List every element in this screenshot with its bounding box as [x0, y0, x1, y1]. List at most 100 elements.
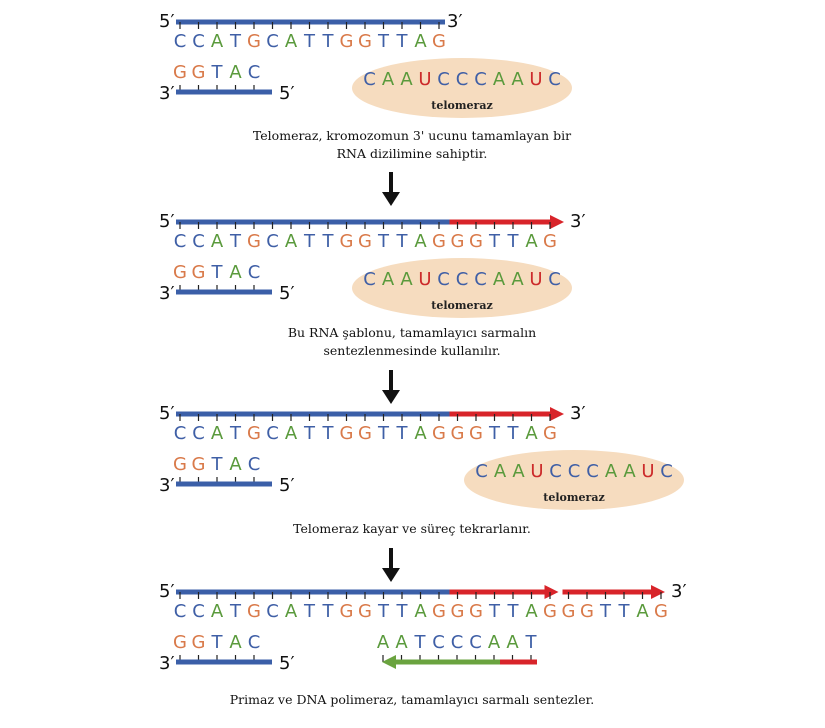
base-A: A	[623, 461, 636, 482]
telomerase-ellipse	[352, 58, 572, 118]
base-C: C	[660, 461, 673, 482]
base-T: T	[322, 423, 335, 444]
three-prime-label-top: 3′	[570, 211, 586, 232]
base-U: U	[418, 269, 431, 290]
three-prime-label-top: 3′	[671, 581, 687, 602]
base-T: T	[303, 31, 316, 52]
base-T: T	[488, 601, 501, 622]
base-A: A	[414, 231, 427, 252]
three-prime-label-bottom: 3′	[159, 283, 175, 304]
base-C: C	[363, 269, 376, 290]
caption-line: RNA dizilimine sahiptir.	[337, 146, 488, 161]
telomerase-label: telomeraz	[431, 99, 492, 112]
template-strand-blue	[176, 589, 450, 595]
base-C: C	[456, 69, 469, 90]
five-prime-label-bottom: 5′	[279, 475, 295, 496]
base-A: A	[382, 269, 395, 290]
top-strand-ticks	[179, 22, 440, 29]
base-G: G	[340, 31, 354, 52]
top-strand-ticks	[179, 414, 551, 421]
base-T: T	[211, 262, 224, 283]
three-prime-label-bottom: 3′	[159, 475, 175, 496]
template-strand-blue	[176, 219, 450, 225]
base-T: T	[377, 31, 390, 52]
base-G: G	[451, 423, 465, 444]
base-T: T	[507, 601, 520, 622]
base-A: A	[525, 231, 538, 252]
extension-strand-red	[449, 411, 552, 417]
base-A: A	[211, 423, 224, 444]
base-A: A	[511, 69, 524, 90]
base-A: A	[382, 69, 395, 90]
base-A: A	[395, 632, 408, 653]
base-T: T	[396, 31, 409, 52]
base-T: T	[525, 632, 538, 653]
base-A: A	[506, 632, 519, 653]
base-G: G	[432, 231, 446, 252]
extension-arrow-head	[544, 585, 559, 599]
base-G: G	[173, 454, 187, 475]
base-A: A	[512, 461, 525, 482]
extension-strand-red	[449, 589, 547, 595]
base-T: T	[507, 231, 520, 252]
base-A: A	[211, 231, 224, 252]
base-G: G	[432, 31, 446, 52]
base-T: T	[322, 601, 335, 622]
new-strand-green	[392, 659, 500, 665]
base-G: G	[562, 601, 576, 622]
base-A: A	[211, 601, 224, 622]
base-T: T	[396, 423, 409, 444]
base-C: C	[548, 269, 561, 290]
base-G: G	[451, 601, 465, 622]
base-G: G	[469, 423, 483, 444]
base-C: C	[451, 632, 464, 653]
base-G: G	[340, 423, 354, 444]
base-C: C	[174, 601, 187, 622]
base-C: C	[437, 69, 450, 90]
base-U: U	[529, 69, 542, 90]
base-C: C	[248, 62, 261, 83]
base-A: A	[493, 269, 506, 290]
base-C: C	[248, 632, 261, 653]
base-G: G	[192, 632, 206, 653]
complementary-strand-blue	[176, 481, 272, 487]
base-G: G	[451, 231, 465, 252]
five-prime-label-bottom: 5′	[279, 283, 295, 304]
base-G: G	[358, 231, 372, 252]
base-T: T	[488, 423, 501, 444]
template-strand-blue	[176, 411, 450, 417]
five-prime-label-bottom: 5′	[279, 83, 295, 104]
base-C: C	[174, 231, 187, 252]
base-A: A	[494, 461, 507, 482]
base-A: A	[525, 601, 538, 622]
base-A: A	[285, 601, 298, 622]
base-C: C	[192, 601, 205, 622]
base-G: G	[543, 231, 557, 252]
base-C: C	[456, 269, 469, 290]
extension-strand-red-2	[562, 589, 653, 595]
base-T: T	[377, 231, 390, 252]
base-A: A	[229, 62, 242, 83]
base-C: C	[586, 461, 599, 482]
extension-arrow-head	[550, 407, 564, 421]
base-G: G	[192, 262, 206, 283]
telomerase-ellipse	[352, 258, 572, 318]
base-A: A	[511, 269, 524, 290]
base-G: G	[192, 454, 206, 475]
base-T: T	[229, 231, 242, 252]
base-C: C	[174, 423, 187, 444]
base-G: G	[247, 231, 261, 252]
telomerase-label: telomeraz	[431, 299, 492, 312]
base-A: A	[605, 461, 618, 482]
base-C: C	[474, 69, 487, 90]
base-G: G	[173, 262, 187, 283]
down-arrow-head	[382, 192, 400, 206]
base-C: C	[568, 461, 581, 482]
base-U: U	[418, 69, 431, 90]
base-T: T	[322, 31, 335, 52]
base-U: U	[530, 461, 543, 482]
three-prime-label-bottom: 3′	[159, 653, 175, 674]
base-G: G	[247, 601, 261, 622]
